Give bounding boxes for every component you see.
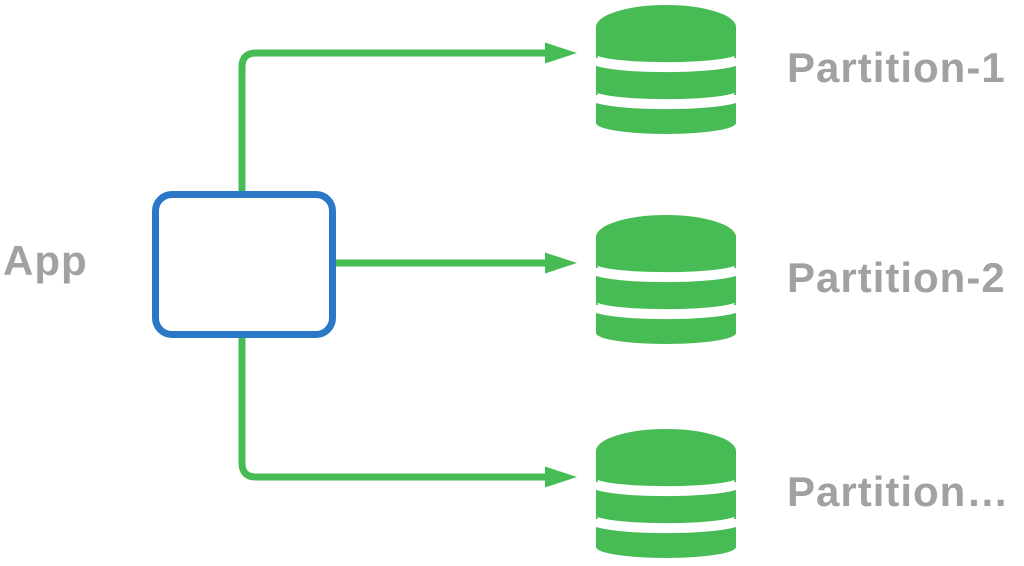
database-icon bbox=[595, 428, 737, 558]
partition-3-label: Partition… bbox=[787, 468, 1010, 515]
arrow-app-to-partition-3 bbox=[238, 337, 577, 488]
database-icon bbox=[595, 4, 737, 134]
app-label: App bbox=[3, 237, 88, 284]
partition-2-label: Partition-2 bbox=[787, 254, 1006, 301]
arrow-app-to-partition-2 bbox=[332, 252, 577, 274]
database-icon bbox=[595, 214, 737, 344]
arrow-app-to-partition-1 bbox=[238, 42, 577, 192]
app-node bbox=[152, 191, 336, 338]
partition-1-label: Partition-1 bbox=[787, 44, 1006, 91]
